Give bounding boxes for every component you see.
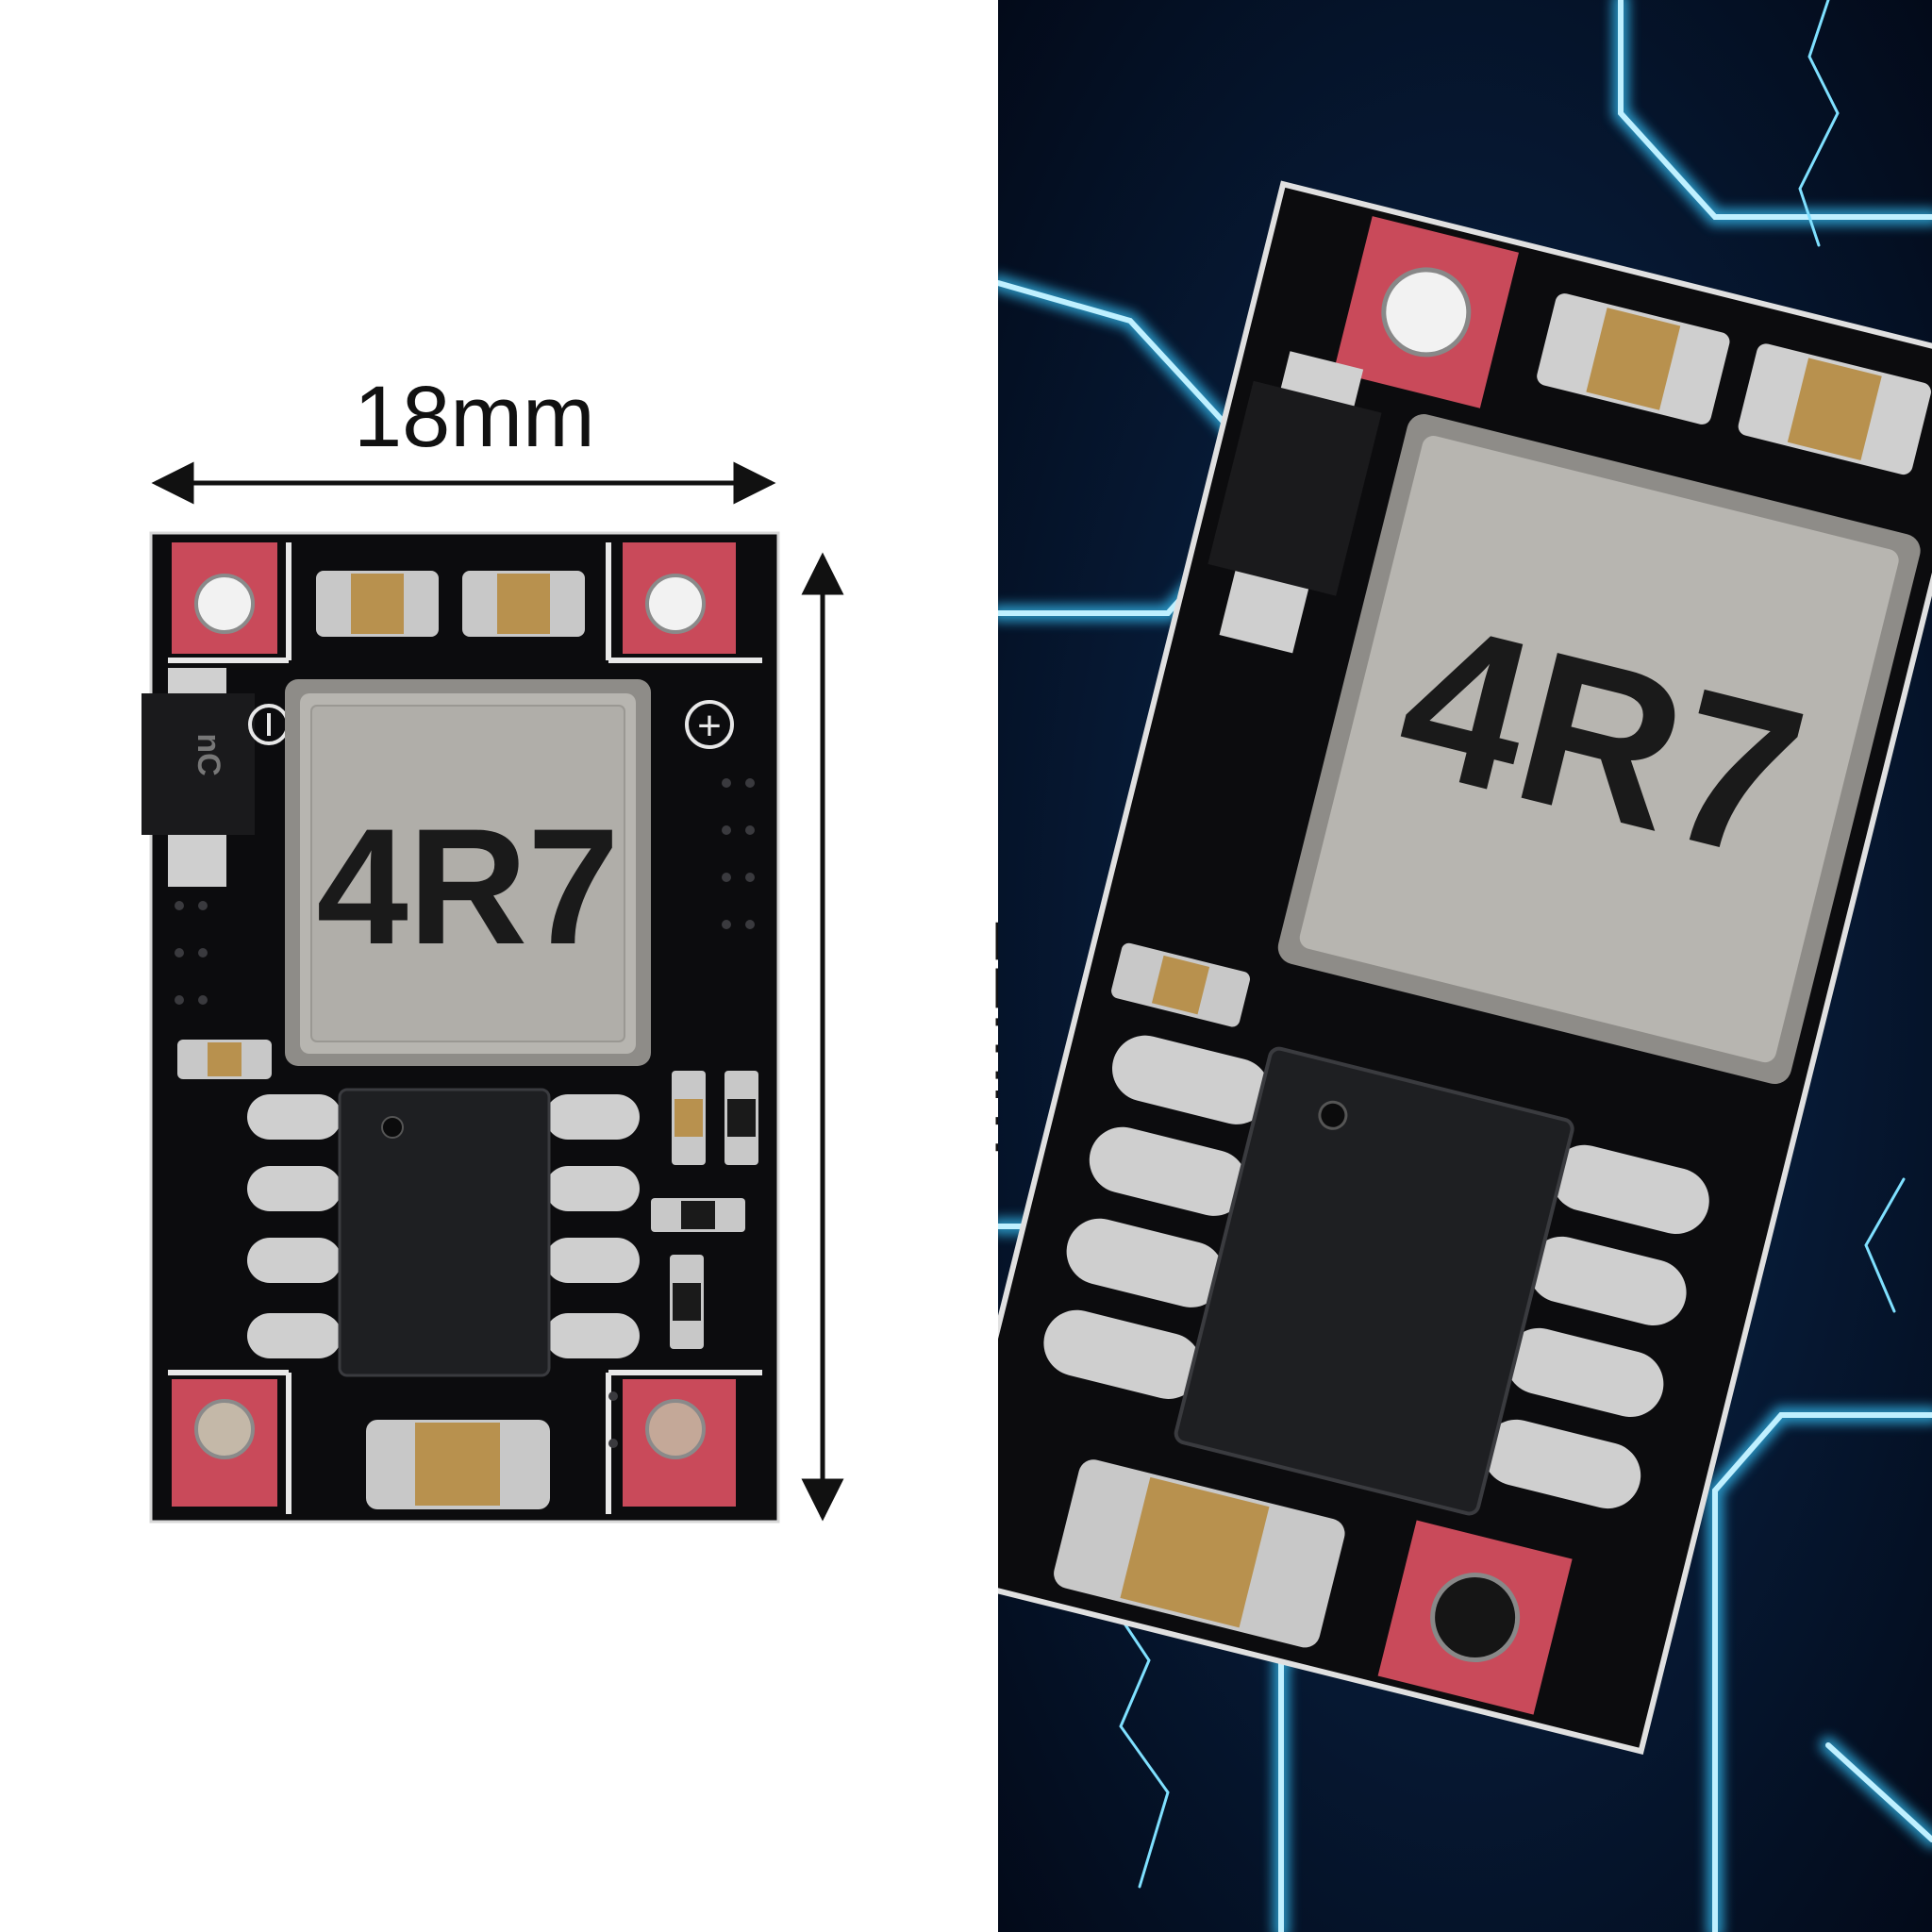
dimension-photo-panel: 18mm 12mm xyxy=(142,369,1074,1524)
board-illustration-right: 4R7 xyxy=(998,0,1932,1932)
polarity-plus-label: + xyxy=(697,703,722,749)
mounting-pad-bottom-right xyxy=(623,1379,736,1507)
capacitor-top-1 xyxy=(316,571,439,637)
inductor-4r7-closeup: 4R7 xyxy=(1277,414,1921,1085)
resistor-left xyxy=(177,1040,272,1079)
capacitor-bottom xyxy=(366,1420,550,1509)
diode-marking: nC xyxy=(191,733,226,775)
polarity-plus-mark: + xyxy=(685,700,734,749)
ic-chip xyxy=(338,1088,551,1377)
capacitor-top-2 xyxy=(462,571,585,637)
glowing-closeup-panel: 4R7 xyxy=(998,0,1932,1932)
smd-parts-right xyxy=(651,1071,758,1349)
ic-pins-left xyxy=(247,1094,341,1358)
mounting-pad-top-left xyxy=(172,542,277,654)
width-dimension-label: 18mm xyxy=(354,369,595,465)
mounting-pad-bottom-left xyxy=(172,1379,277,1507)
inductor-4r7: 4R7 xyxy=(285,679,651,1066)
pcb-board-closeup: 4R7 xyxy=(998,180,1932,1755)
mounting-pad-top-right xyxy=(623,542,736,654)
inductor-marking: 4R7 xyxy=(316,795,619,979)
ic-chip-closeup xyxy=(1174,1046,1574,1516)
ic-pins-right xyxy=(545,1094,640,1358)
board-illustration-left: nC + 4R7 xyxy=(142,461,844,1524)
diode: nC xyxy=(142,668,255,887)
via-dots xyxy=(175,778,755,1448)
